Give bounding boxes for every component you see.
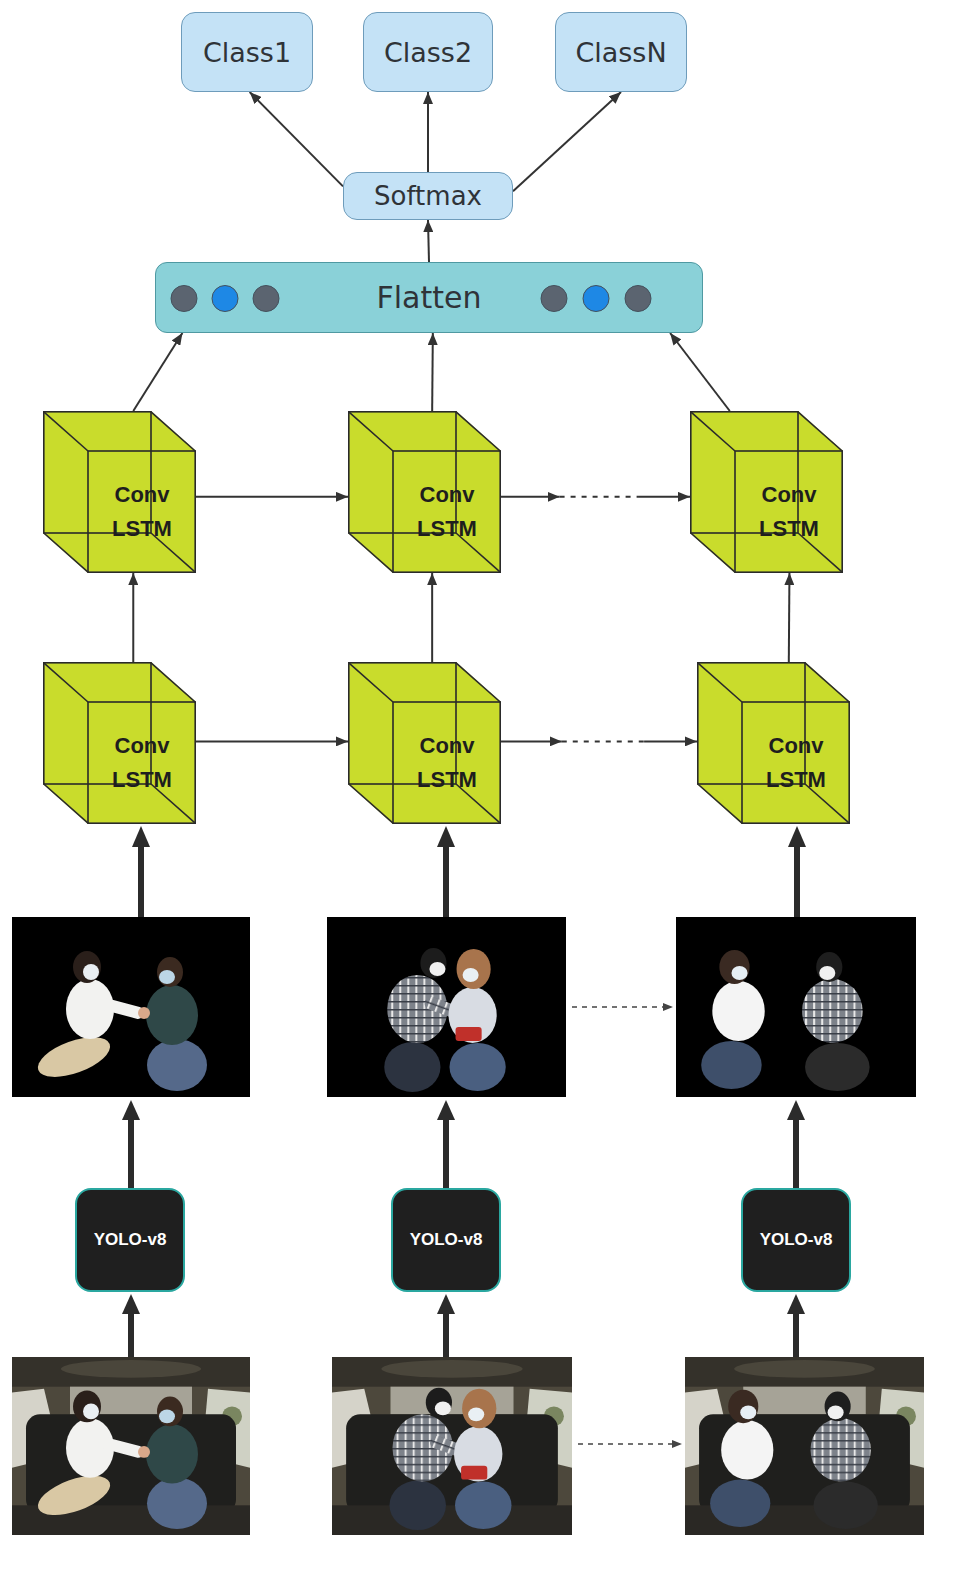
detector-label: YOLO-v8 <box>410 1230 483 1250</box>
connector <box>428 220 429 262</box>
detector-box: YOLO-v8 <box>741 1188 851 1292</box>
layer-box: Class2 <box>363 12 493 92</box>
cube-label: Conv LSTM <box>112 729 172 797</box>
cube-face: Conv LSTM <box>742 702 850 824</box>
segmented-frame <box>12 917 250 1097</box>
cube-label: Conv LSTM <box>766 729 826 797</box>
cube-label: Conv LSTM <box>759 478 819 546</box>
detector-box: YOLO-v8 <box>391 1188 501 1292</box>
connector <box>196 496 348 497</box>
connector <box>133 573 134 662</box>
convlstm-cube: Conv LSTM <box>348 411 501 573</box>
layer-label: Class2 <box>384 37 472 68</box>
cube-face: Conv LSTM <box>393 451 501 573</box>
layer-label: Class1 <box>203 37 291 68</box>
segmented-frame <box>676 917 916 1097</box>
cube-label: Conv LSTM <box>417 478 477 546</box>
layer-label: Flatten <box>377 280 482 315</box>
connector <box>133 333 182 411</box>
flatten-layer: Flatten <box>155 262 703 333</box>
connector <box>428 92 429 172</box>
connector <box>501 496 690 497</box>
cube-face: Conv LSTM <box>88 702 196 824</box>
flow-arrow <box>122 826 806 1357</box>
layer-box: ClassN <box>555 12 687 92</box>
layer-label: Softmax <box>374 181 482 211</box>
detector-label: YOLO-v8 <box>94 1230 167 1250</box>
layer-box: Class1 <box>181 12 313 92</box>
detector-label: YOLO-v8 <box>760 1230 833 1250</box>
convlstm-cube: Conv LSTM <box>43 411 196 573</box>
connector <box>513 92 621 191</box>
camera-frame <box>685 1357 924 1535</box>
cube-face: Conv LSTM <box>88 451 196 573</box>
layer-box: Softmax <box>343 172 513 220</box>
connector <box>432 333 434 411</box>
convlstm-cube: Conv LSTM <box>348 662 501 824</box>
cube-face: Conv LSTM <box>393 702 501 824</box>
cube-label: Conv LSTM <box>417 729 477 797</box>
connector <box>501 741 697 742</box>
layer-label: ClassN <box>575 37 666 68</box>
connector <box>250 92 343 186</box>
cube-face: Conv LSTM <box>735 451 843 573</box>
sequence-arrow <box>572 1003 682 1448</box>
convlstm-cube: Conv LSTM <box>43 662 196 824</box>
connector <box>432 573 433 662</box>
segmented-frame <box>327 917 566 1097</box>
camera-frame <box>12 1357 250 1535</box>
connector <box>788 573 790 662</box>
detector-box: YOLO-v8 <box>75 1188 185 1292</box>
connector <box>196 741 348 742</box>
convlstm-cube: Conv LSTM <box>697 662 850 824</box>
cube-label: Conv LSTM <box>112 478 172 546</box>
connector <box>670 333 730 411</box>
camera-frame <box>332 1357 572 1535</box>
convlstm-cube: Conv LSTM <box>690 411 843 573</box>
